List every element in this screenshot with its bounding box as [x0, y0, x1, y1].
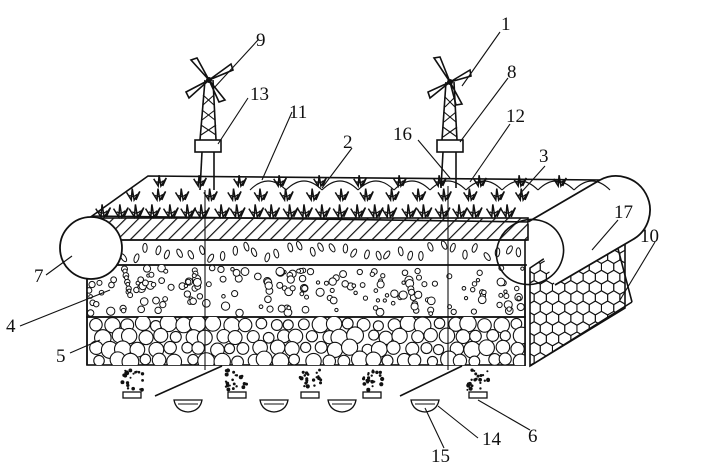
callout-label-2: 2 — [343, 132, 353, 153]
right-roller — [527, 175, 651, 286]
leader-lines — [19, 31, 656, 449]
callout-label-3: 3 — [539, 146, 549, 167]
callout-label-14: 14 — [482, 429, 502, 450]
callout-label-8: 8 — [507, 62, 517, 83]
callout-label-10: 10 — [640, 226, 659, 247]
left-roller — [59, 216, 123, 280]
callout-label-1: 1 — [501, 14, 511, 35]
callout-label-5: 5 — [56, 346, 66, 367]
callout-label-13: 13 — [250, 84, 269, 105]
leaf-litter-layer — [98, 240, 522, 264]
plants — [95, 175, 611, 220]
bottom-fittings — [120, 368, 491, 413]
callout-label-15: 15 — [431, 446, 450, 467]
generator-box-right — [436, 139, 464, 153]
callout-label-6: 6 — [528, 426, 538, 447]
callout-labels: 1 2 3 4 5 6 7 8 9 10 11 12 13 14 15 16 1… — [6, 14, 659, 467]
callout-label-9: 9 — [256, 30, 266, 51]
wind-turbine-right — [427, 56, 472, 189]
generator-box-left — [194, 139, 222, 153]
callout-label-16: 16 — [393, 124, 412, 145]
wind-turbine-left — [184, 57, 234, 191]
callout-label-7: 7 — [34, 266, 44, 287]
callout-label-11: 11 — [289, 102, 307, 123]
hatched-layer — [91, 217, 529, 241]
callout-label-4: 4 — [6, 316, 16, 337]
callout-label-12: 12 — [506, 106, 525, 127]
callout-label-17: 17 — [614, 202, 633, 223]
